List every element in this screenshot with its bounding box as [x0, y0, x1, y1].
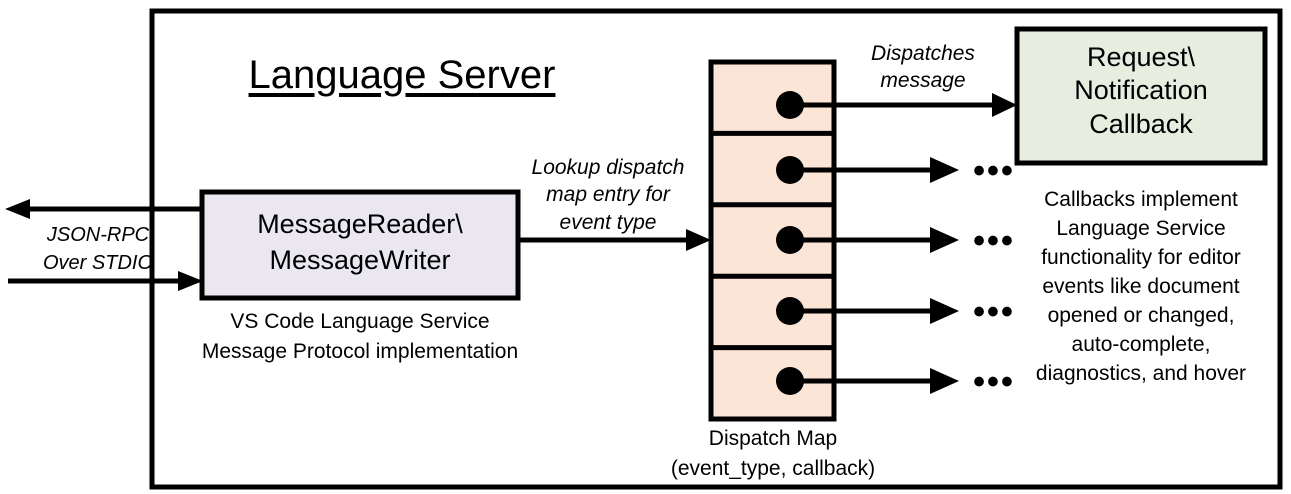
- inbound-request-arrow: [8, 271, 203, 291]
- dispatch-row-1-edge: [776, 91, 1017, 119]
- dispatch-row-5-edge: [776, 367, 959, 395]
- dispatch-map-table: [708, 59, 837, 422]
- dispatch-map-caption: Dispatch Map (event_type, callback): [670, 427, 876, 480]
- dispatch-row-4-ellipsis: •••: [973, 293, 1015, 331]
- lookup-dispatch-edge-label: Lookup dispatch map entry for event type: [531, 156, 685, 234]
- dispatch-row-4-edge: [776, 297, 959, 325]
- request-notification-callback-box: [1014, 26, 1268, 166]
- lookup-dispatch-arrow: [518, 229, 711, 251]
- message-reader-writer-label: MessageReader\ MessageWriter: [257, 209, 463, 275]
- page-title: Language Server: [248, 53, 556, 97]
- dispatch-row-2-edge: [776, 156, 959, 184]
- dispatch-row-2-ellipsis: •••: [973, 152, 1015, 190]
- dispatch-row-3-ellipsis: •••: [973, 222, 1015, 260]
- message-reader-writer-caption: VS Code Language Service Message Protoco…: [201, 310, 519, 363]
- dispatch-row-3-edge: [776, 226, 959, 254]
- json-rpc-io-label: JSON-RPC Over STDIO: [42, 224, 153, 274]
- callback-note-text: Callbacks implement Language Service fun…: [1035, 188, 1247, 385]
- dispatches-message-edge-label: Dispatches message: [871, 42, 975, 93]
- dispatch-row-5-ellipsis: •••: [973, 363, 1015, 401]
- language-server-boundary: [149, 8, 1283, 490]
- message-reader-writer-box: [199, 189, 521, 301]
- request-notification-callback-label: Request\ Notification Callback: [1074, 42, 1208, 139]
